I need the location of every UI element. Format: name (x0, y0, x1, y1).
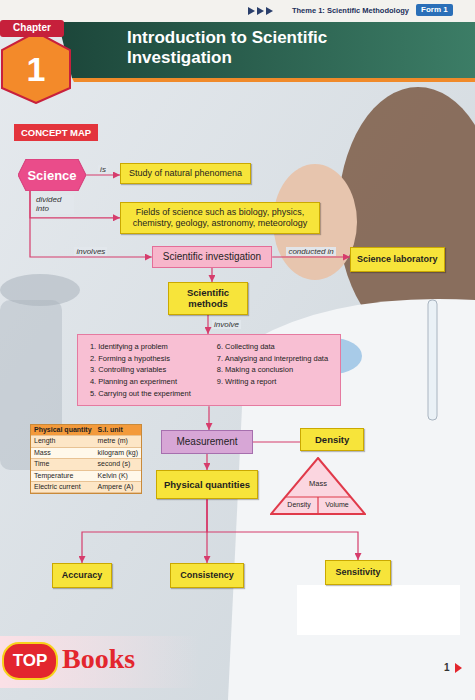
node-text: Consistency (180, 570, 234, 581)
header-arrow (257, 7, 264, 15)
section-tag: CONCEPT MAP (14, 124, 98, 141)
node-text: Science (27, 168, 76, 183)
concept-box: Scientific methods (168, 282, 248, 315)
connector-line (207, 315, 208, 334)
process-box: Scientific investigation (152, 246, 272, 268)
connector-line (206, 454, 207, 470)
node-text: Electric current (31, 482, 95, 493)
page-number: 1 (444, 662, 450, 673)
blank-panel (297, 585, 460, 635)
node-text: Chapter (0, 22, 64, 34)
triangle-shape (271, 458, 365, 514)
node-text: Density (315, 434, 349, 445)
connector-label: involve (212, 320, 241, 329)
concept-box: Study of natural phenomena (120, 163, 251, 184)
node-text: Mass (31, 448, 95, 459)
concept-box: Sensitivity (325, 560, 390, 585)
theme-header: Theme 1: Scientific Methodology (292, 6, 409, 15)
node-text: Physical quantities (164, 479, 250, 490)
node-text: Physical quantity (31, 425, 95, 436)
node-text: Form 1 (421, 5, 448, 15)
connector-label: involves (74, 247, 107, 256)
connector-line (208, 406, 209, 430)
title-band (58, 22, 475, 78)
form-badge: Form 1 (416, 4, 453, 16)
node-text: CONCEPT MAP (21, 127, 91, 138)
concept-box: Fields of science such as biology, physi… (120, 202, 320, 234)
header-arrow (248, 7, 255, 15)
process-box: Measurement (161, 430, 252, 454)
connector-line (272, 256, 350, 257)
node-text: 4. Planning an experiment (90, 376, 191, 388)
topic-hexagon: Science (18, 159, 86, 191)
node-text: S.I. unit (95, 425, 141, 436)
node-text: 8. Making a conclusion (217, 364, 328, 376)
microscope-blur (0, 274, 80, 306)
logo-badge (3, 643, 57, 679)
connector-line (30, 191, 120, 218)
node-text: Length (31, 436, 95, 447)
unit-table: Physical quantityS.I. unitLengthmetre (m… (30, 424, 142, 494)
node-text: Time (31, 459, 95, 470)
title-stripe (72, 78, 475, 82)
steps-box: 1. Identifying a problem2. Forming a hyp… (77, 334, 341, 406)
node-text: Fields of science such as biology, physi… (127, 207, 313, 229)
node-text: Sensitivity (335, 567, 380, 578)
formula-triangle: MassDensityVolume (270, 457, 366, 515)
node-text: 1. Identifying a problem (90, 341, 191, 353)
node-text: Accuracy (62, 570, 103, 581)
triangle-divider (317, 497, 318, 514)
concept-box: Accuracy (52, 563, 113, 588)
connector-line (86, 174, 120, 175)
logo-band (0, 636, 200, 688)
node-text: Volume (318, 501, 356, 508)
connector-label: is (98, 165, 108, 174)
test-tube (428, 300, 437, 420)
concept-box: Consistency (170, 563, 244, 588)
node-text: Measurement (176, 436, 237, 448)
node-text: 7. Analysing and interpreting data (217, 353, 328, 365)
concept-box: Density (300, 428, 364, 451)
node-text: Ampere (A) (95, 482, 141, 493)
node-text: Kelvin (K) (95, 471, 141, 482)
node-text: Scientific investigation (163, 251, 261, 263)
node-text: Density (280, 501, 318, 508)
node-text: 5. Carrying out the experiment (90, 388, 191, 400)
connector-line (211, 268, 212, 282)
node-text: Study of natural phenomena (129, 168, 242, 179)
connector-line (82, 499, 207, 563)
logo-mark: TOP (3, 651, 57, 671)
concept-box: Science laboratory (350, 247, 445, 272)
node-text: metre (m) (95, 436, 141, 447)
concept-box: Physical quantities (156, 470, 258, 499)
node-text: 9. Writing a report (217, 376, 328, 388)
header-strip (0, 0, 475, 22)
node-text: 1 (0, 52, 72, 86)
node-text: 3. Controlling variables (90, 364, 191, 376)
chapter-badge: Chapter 1 (0, 18, 72, 104)
node-text: kilogram (kg) (95, 448, 141, 459)
chapter-title: Introduction to Scientific Investigation (127, 28, 367, 69)
header-arrow (266, 7, 273, 15)
hexagon-shape (18, 159, 86, 191)
connector-line (253, 441, 300, 442)
node-text: 6. Collecting data (217, 341, 328, 353)
node-text: Scientific methods (173, 287, 243, 310)
logo-text: Books (62, 643, 135, 675)
connector-label: divided into (34, 195, 74, 213)
connector-label: conducted in (286, 247, 335, 256)
node-text: second (s) (95, 459, 141, 470)
chapter-tab (0, 20, 64, 37)
node-text: Mass (270, 480, 366, 488)
node-text: 2. Forming a hypothesis (90, 353, 191, 365)
node-text: Temperature (31, 471, 95, 482)
page-marker (455, 663, 462, 673)
node-text: Science laboratory (357, 254, 438, 265)
